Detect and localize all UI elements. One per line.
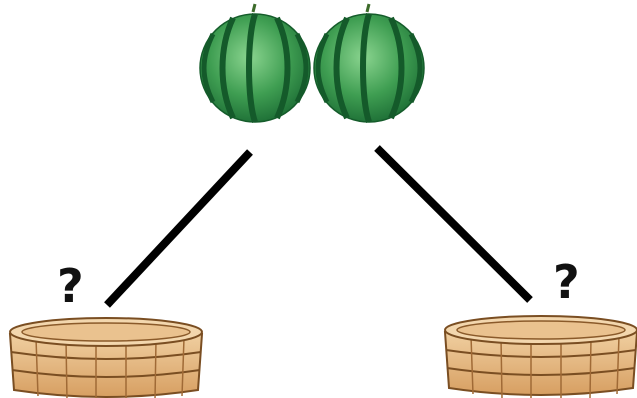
- left-question-mark: ?: [57, 259, 84, 313]
- right-connector-line: [377, 148, 530, 300]
- left-connector-line: [107, 152, 250, 305]
- watermelon-icon: [314, 4, 424, 122]
- basket-icon: [10, 318, 202, 398]
- watermelon-icon: [200, 4, 310, 122]
- basket-icon: [445, 316, 637, 398]
- right-question-mark: ?: [553, 255, 580, 309]
